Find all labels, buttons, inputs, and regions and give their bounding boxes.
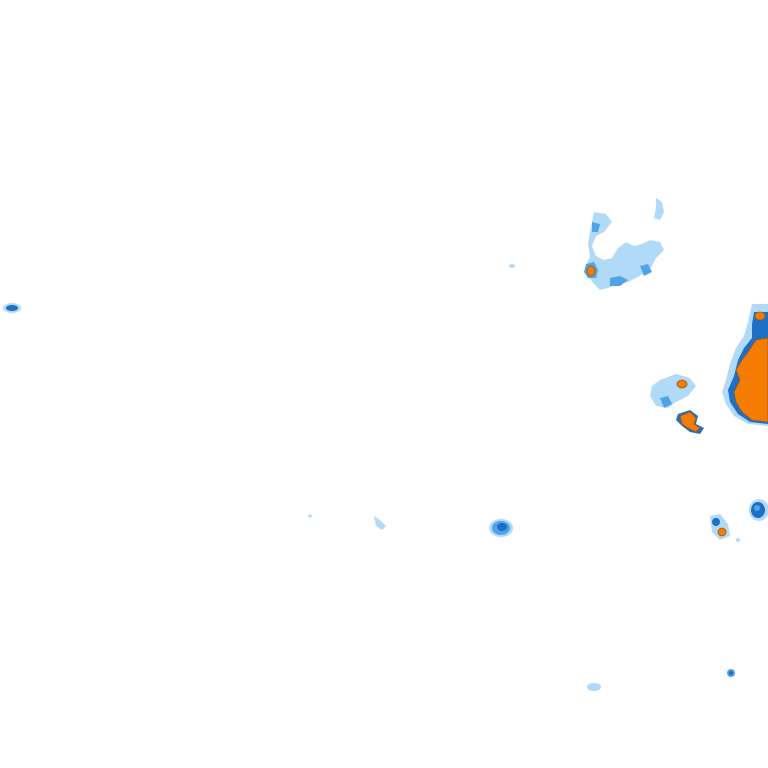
echo-cell-east-small-1 [650,374,696,408]
echo-light [736,538,740,542]
echo-light [374,516,386,530]
echo-intense [717,527,727,537]
echo-cell-west-edge [3,303,21,313]
echo-strong [712,518,720,526]
echo-strong [497,523,507,531]
echo-medium [592,222,600,232]
echo-intense [586,265,596,277]
echo-light [509,264,515,268]
echo-medium [660,396,672,408]
echo-strong [6,305,18,311]
echo-cell-south-2 [727,669,735,677]
echo-cell-north-core [586,265,596,277]
echo-medium [610,276,628,286]
echo-intense [679,411,701,433]
echo-intense [676,379,688,389]
echo-light [654,198,664,220]
echo-cell-south-1 [587,683,601,691]
echo-medium [640,264,652,276]
echo-intense [733,337,768,423]
echo-specks [308,264,740,542]
echo-light [308,514,312,518]
echo-intense [754,311,766,321]
echo-cell-southeast-1 [710,514,730,540]
echo-cell-east-small-2 [676,410,704,434]
echo-light [587,683,601,691]
echo-cell-southeast-2 [749,499,768,521]
echo-cell-east-mass [722,304,768,426]
echo-strong [729,671,733,675]
echo-medium [754,505,760,511]
echo-cell-center-south [489,519,513,537]
